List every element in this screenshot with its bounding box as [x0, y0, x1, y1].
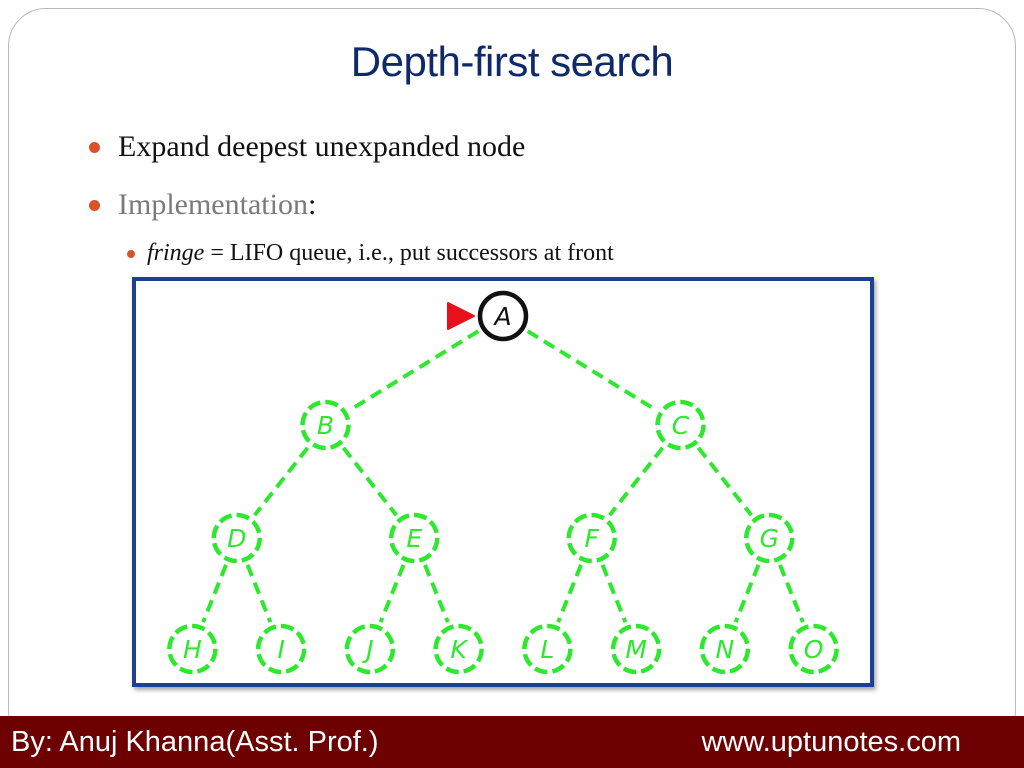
edge-E-K — [423, 564, 450, 623]
edge-G-N — [733, 564, 761, 623]
node-label: A — [492, 302, 511, 331]
node-circle — [167, 623, 218, 675]
node-circle — [255, 623, 307, 675]
current-node-marker — [447, 302, 475, 330]
bullet-text: Implementation — [118, 188, 308, 221]
node-label: E — [406, 524, 422, 553]
tree-node-N: N — [699, 623, 751, 675]
tree-node-L: L — [522, 623, 573, 675]
node-circle — [744, 512, 795, 564]
tree-node-B: B — [300, 399, 351, 451]
node-label: L — [540, 635, 554, 664]
tree-node-J: J — [344, 623, 396, 675]
tree-node-I: I — [255, 623, 307, 675]
bullet-expand-deepest: Expand deepest unexpanded node — [89, 130, 526, 164]
tree-node-M: M — [610, 623, 662, 675]
search-tree-diagram: A B C D E F G H I J K L M N O — [167, 290, 839, 675]
node-label: N — [716, 635, 735, 664]
node-label: G — [760, 524, 779, 553]
tree-node-C: C — [655, 399, 706, 451]
footer-author: By: Anuj Khanna(Asst. Prof.) — [11, 726, 379, 758]
node-label: F — [585, 524, 600, 553]
tree-node-E: E — [389, 512, 440, 564]
fringe-term: fringe — [147, 240, 205, 266]
node-circle — [211, 512, 262, 564]
node-circle — [344, 623, 396, 675]
edge-B-D — [253, 446, 310, 517]
tree-node-A: A — [477, 290, 529, 342]
bullet-implementation: Implementation: — [89, 188, 317, 222]
edge-B-E — [341, 446, 398, 517]
tree-node-F: F — [566, 512, 617, 564]
tree-node-H: H — [167, 623, 218, 675]
node-circle — [655, 399, 706, 451]
current-node-arrow-icon — [447, 302, 475, 330]
edge-G-O — [778, 564, 805, 623]
slide-title: Depth-first search — [350, 38, 674, 85]
node-label: B — [317, 411, 334, 440]
node-circle — [699, 623, 751, 675]
tree-node-D: D — [211, 512, 262, 564]
bullet-dot-icon — [89, 200, 100, 211]
node-circle — [300, 399, 351, 451]
edge-A-C — [526, 329, 657, 412]
edge-C-F — [608, 446, 665, 517]
node-label: H — [183, 635, 202, 664]
edge-D-H — [201, 564, 228, 623]
tree-panel: A B C D E F G H I J K L M N O — [132, 277, 874, 687]
edge-F-L — [556, 564, 583, 623]
tree-nodes: A B C D E F G H I J K L M N O — [167, 290, 839, 675]
tree-node-K: K — [433, 623, 484, 675]
tree-node-G: G — [744, 512, 795, 564]
edge-D-I — [245, 564, 273, 623]
edge-A-B — [349, 329, 480, 412]
edge-C-G — [696, 446, 753, 517]
footer-url: www.uptunotes.com — [701, 726, 961, 758]
edge-E-J — [378, 564, 406, 623]
node-label: O — [804, 635, 824, 664]
node-label: D — [227, 524, 246, 553]
node-circle — [788, 623, 839, 675]
node-circle — [522, 623, 573, 675]
sub-bullet-fringe: fringe = LIFO queue, i.e., put successor… — [127, 240, 614, 267]
node-label: I — [277, 635, 284, 664]
node-label: M — [625, 635, 647, 664]
node-circle — [477, 290, 529, 342]
fringe-definition: = LIFO queue, i.e., put successors at fr… — [204, 240, 614, 266]
tree-edges — [201, 329, 805, 623]
bullet-dot-icon — [127, 250, 135, 258]
bullet-colon: : — [307, 188, 317, 221]
footer-bar: By: Anuj Khanna(Asst. Prof.) www.uptunot… — [0, 716, 1024, 768]
node-label: K — [450, 635, 469, 664]
bullet-dot-icon — [89, 142, 100, 153]
node-circle — [610, 623, 662, 675]
node-circle — [566, 512, 617, 564]
node-circle — [433, 623, 484, 675]
edge-F-M — [600, 564, 628, 623]
node-circle — [389, 512, 440, 564]
tree-node-O: O — [788, 623, 839, 675]
bullet-text: Expand deepest unexpanded node — [118, 130, 526, 163]
node-label: C — [672, 411, 690, 440]
